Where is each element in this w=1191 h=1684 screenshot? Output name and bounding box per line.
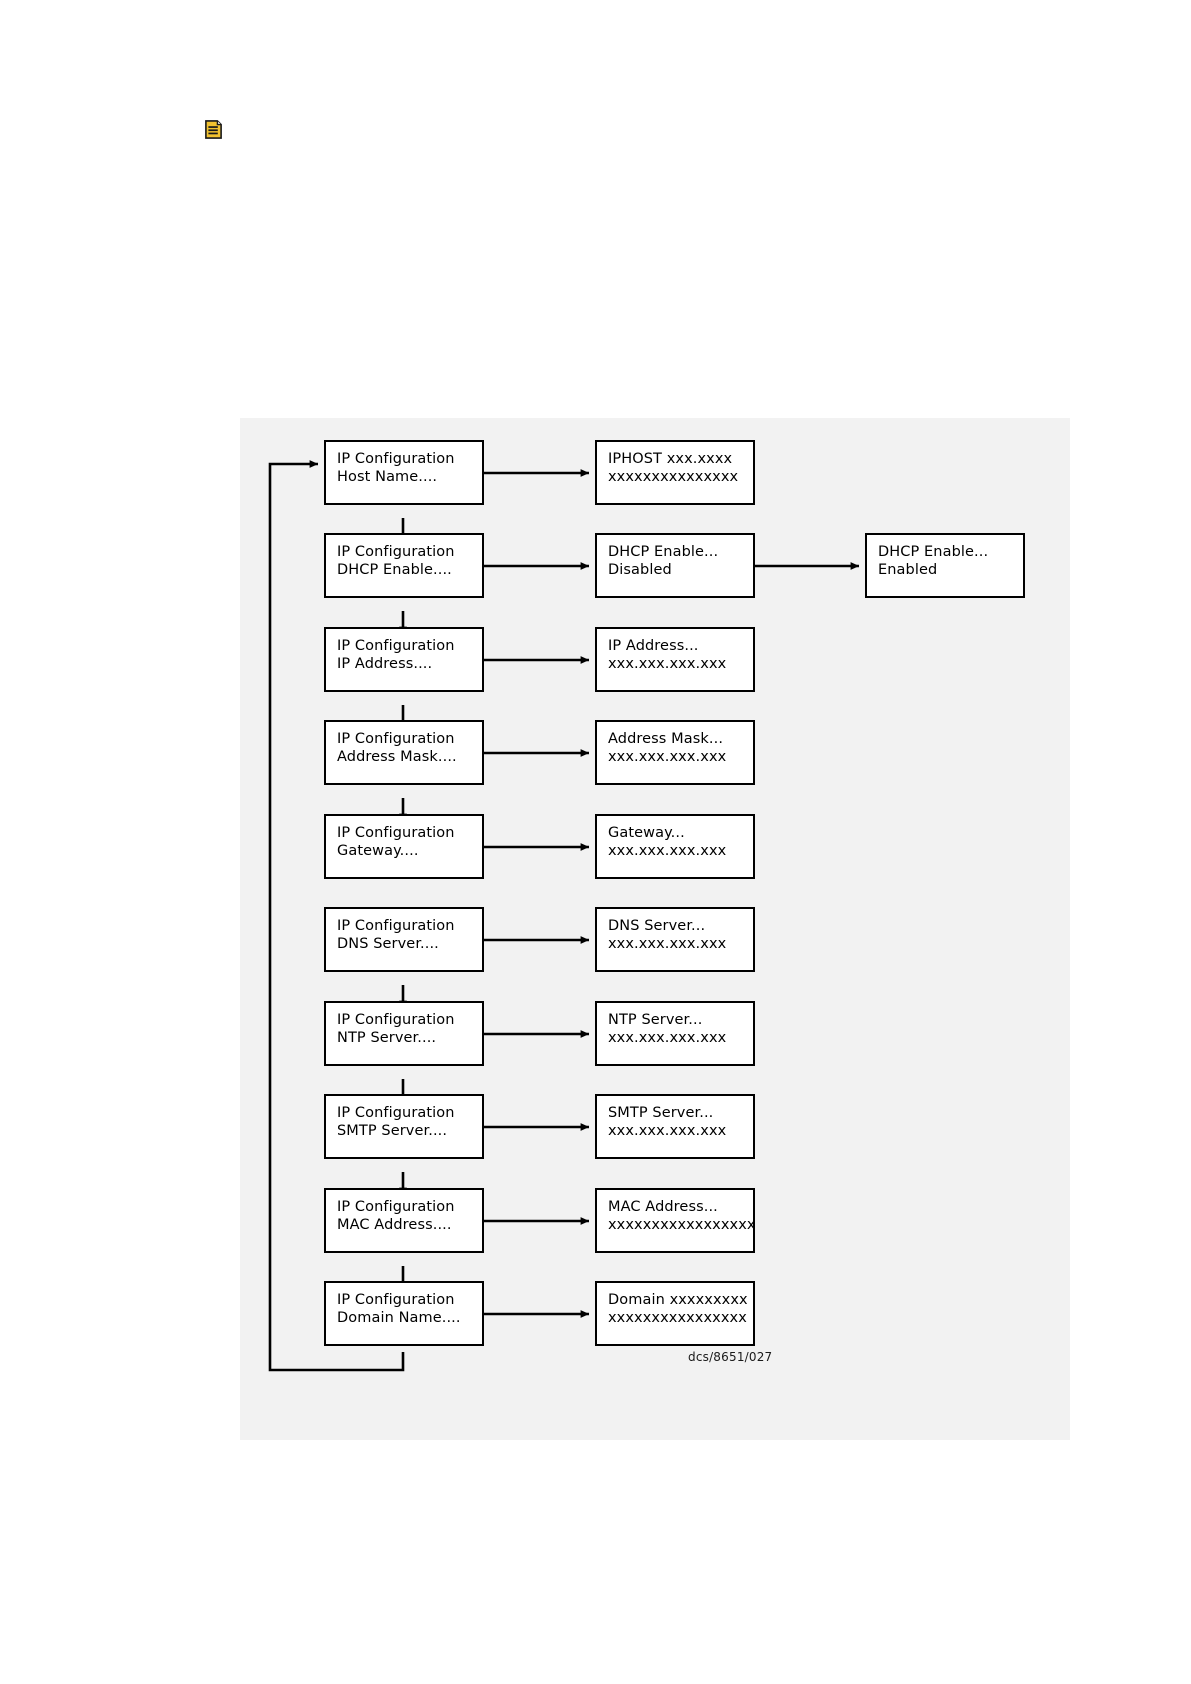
node-line-1: IP Configuration — [337, 731, 455, 747]
node-line-2: xxx.xxx.xxx.xxx — [608, 1029, 727, 1046]
node-line-1: DHCP Enable... — [608, 544, 719, 560]
node-line-2: DHCP Enable.... — [337, 561, 452, 578]
node-line-1: Address Mask... — [608, 731, 724, 747]
node-line-2: xxxxxxxxxxxxxxxx — [608, 1309, 747, 1326]
node-line-2: NTP Server.... — [337, 1029, 437, 1046]
node-line-2: DNS Server.... — [337, 935, 439, 952]
node-line-2: Enabled — [878, 561, 938, 578]
node-line-1: IP Configuration — [337, 1199, 455, 1215]
node-line-1: Gateway... — [608, 825, 685, 841]
value-node-ip-address[interactable]: IP Address... xxx.xxx.xxx.xxx — [595, 627, 755, 692]
node-line-1: IP Configuration — [337, 638, 455, 654]
menu-node-ip-address[interactable]: IP Configuration IP Address.... — [324, 627, 484, 692]
figure-caption: dcs/8651/027 — [688, 1350, 773, 1364]
value-node-host-name[interactable]: IPHOST xxx.xxxx xxxxxxxxxxxxxxx — [595, 440, 755, 505]
node-line-2: Host Name.... — [337, 468, 438, 485]
ip-configuration-menu-diagram: IP Configuration Host Name.... IP Config… — [240, 418, 1070, 1440]
node-line-1: IP Configuration — [337, 451, 455, 467]
value-node-gateway[interactable]: Gateway... xxx.xxx.xxx.xxx — [595, 814, 755, 879]
node-line-2: IP Address.... — [337, 655, 433, 672]
node-line-1: IP Configuration — [337, 918, 455, 934]
node-line-1: IP Configuration — [337, 544, 455, 560]
node-line-2: Address Mask.... — [337, 748, 457, 765]
value-node-dhcp-enabled[interactable]: DHCP Enable... Enabled — [865, 533, 1025, 598]
menu-node-domain-name[interactable]: IP Configuration Domain Name.... — [324, 1281, 484, 1346]
node-line-1: DHCP Enable... — [878, 544, 989, 560]
node-line-1: Domain xxxxxxxxx — [608, 1292, 748, 1308]
node-line-2: xxx.xxx.xxx.xxx — [608, 842, 727, 859]
node-line-2: Gateway.... — [337, 842, 419, 859]
menu-node-address-mask[interactable]: IP Configuration Address Mask.... — [324, 720, 484, 785]
node-line-1: MAC Address... — [608, 1199, 718, 1215]
node-line-1: DNS Server... — [608, 918, 706, 934]
node-line-1: NTP Server... — [608, 1012, 703, 1028]
menu-node-dhcp-enable[interactable]: IP Configuration DHCP Enable.... — [324, 533, 484, 598]
node-line-2: xxx.xxx.xxx.xxx — [608, 655, 727, 672]
diagram-connectors — [268, 460, 860, 1372]
menu-node-ntp-server[interactable]: IP Configuration NTP Server.... — [324, 1001, 484, 1066]
value-node-smtp-server[interactable]: SMTP Server... xxx.xxx.xxx.xxx — [595, 1094, 755, 1159]
menu-node-host-name[interactable]: IP Configuration Host Name.... — [324, 440, 484, 505]
node-line-1: IPHOST xxx.xxxx — [608, 451, 733, 467]
node-line-1: IP Configuration — [337, 1292, 455, 1308]
node-line-2: xxxxxxxxxxxxxxx — [608, 468, 739, 485]
menu-node-mac-address[interactable]: IP Configuration MAC Address.... — [324, 1188, 484, 1253]
node-line-2: xxx.xxx.xxx.xxx — [608, 1122, 727, 1139]
node-line-1: IP Configuration — [337, 1012, 455, 1028]
menu-node-smtp-server[interactable]: IP Configuration SMTP Server.... — [324, 1094, 484, 1159]
node-line-2: Domain Name.... — [337, 1309, 461, 1326]
value-node-mac-address[interactable]: MAC Address... xxxxxxxxxxxxxxxxx — [595, 1188, 755, 1253]
value-node-ntp-server[interactable]: NTP Server... xxx.xxx.xxx.xxx — [595, 1001, 755, 1066]
node-line-2: MAC Address.... — [337, 1216, 452, 1233]
node-line-2: xxxxxxxxxxxxxxxxx — [608, 1216, 756, 1233]
menu-node-gateway[interactable]: IP Configuration Gateway.... — [324, 814, 484, 879]
menu-node-dns-server[interactable]: IP Configuration DNS Server.... — [324, 907, 484, 972]
value-node-domain-name[interactable]: Domain xxxxxxxxx xxxxxxxxxxxxxxxx — [595, 1281, 755, 1346]
document-note-icon — [205, 120, 222, 139]
node-line-1: SMTP Server... — [608, 1105, 714, 1121]
node-line-1: IP Configuration — [337, 825, 455, 841]
value-node-dhcp-disabled[interactable]: DHCP Enable... Disabled — [595, 533, 755, 598]
node-line-2: xxx.xxx.xxx.xxx — [608, 748, 727, 765]
node-line-2: xxx.xxx.xxx.xxx — [608, 935, 727, 952]
node-line-1: IP Address... — [608, 638, 699, 654]
node-line-2: Disabled — [608, 561, 672, 578]
value-node-address-mask[interactable]: Address Mask... xxx.xxx.xxx.xxx — [595, 720, 755, 785]
node-line-1: IP Configuration — [337, 1105, 455, 1121]
value-node-dns-server[interactable]: DNS Server... xxx.xxx.xxx.xxx — [595, 907, 755, 972]
node-line-2: SMTP Server.... — [337, 1122, 448, 1139]
